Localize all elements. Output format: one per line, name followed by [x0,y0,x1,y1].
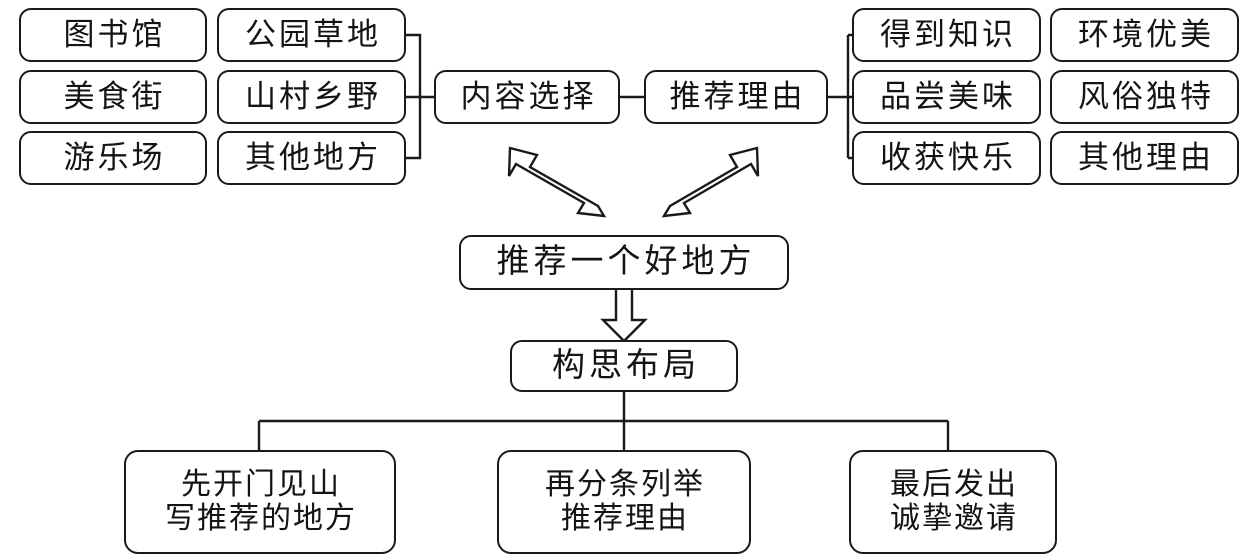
step-line-2: 推荐理由 [561,502,689,535]
root-label: 推荐一个好地方 [496,244,756,281]
hub-label: 内容选择 [460,78,597,114]
connector-plan-bus [257,390,950,450]
leaf-node-beautiful-environment[interactable]: 环境优美 [1050,8,1239,62]
leaf-label: 环境优美 [1078,16,1214,52]
leaf-label: 收获快乐 [880,139,1016,175]
leaf-label: 风俗独特 [1078,78,1214,114]
hub-node-recommend-reason[interactable]: 推荐理由 [644,70,828,124]
leaf-node-food-street[interactable]: 美食街 [19,70,207,124]
root-node-recommend-a-good-place[interactable]: 推荐一个好地方 [459,235,789,290]
leaf-label: 图书馆 [63,16,166,52]
step-line-2: 写推荐的地方 [165,502,357,535]
leaf-label: 品尝美味 [880,78,1016,114]
step-node-open-with-place[interactable]: 先开门见山 写推荐的地方 [124,450,396,554]
plan-label: 构思布局 [552,347,700,384]
step-node-list-reasons[interactable]: 再分条列举 推荐理由 [497,450,751,554]
leaf-node-mountain-village[interactable]: 山村乡野 [217,70,406,124]
step-line-2: 诚挚邀请 [890,502,1018,535]
leaf-node-park-lawn[interactable]: 公园草地 [217,8,406,62]
leaf-node-harvest-joy[interactable]: 收获快乐 [852,131,1041,185]
leaf-node-taste-delicious[interactable]: 品尝美味 [852,70,1041,124]
leaf-label: 山村乡野 [245,78,381,114]
hub-label: 推荐理由 [669,78,806,114]
leaf-node-other-places[interactable]: 其他地方 [217,131,406,185]
leaf-label: 美食街 [63,78,166,114]
leaf-node-amusement-park[interactable]: 游乐场 [19,131,207,185]
leaf-label: 游乐场 [63,139,166,175]
leaf-label: 得到知识 [880,16,1016,52]
leaf-node-gain-knowledge[interactable]: 得到知识 [852,8,1041,62]
arrow-to-recommend-reason [661,146,760,218]
leaf-label: 其他地方 [245,139,381,175]
arrow-to-plan [600,282,648,343]
leaf-label: 公园草地 [245,16,381,52]
leaf-node-library[interactable]: 图书馆 [19,8,207,62]
step-line-1: 再分条列举 [545,468,705,502]
leaf-label: 其他理由 [1078,139,1214,175]
leaf-node-unique-customs[interactable]: 风俗独特 [1050,70,1239,124]
leaf-node-other-reasons[interactable]: 其他理由 [1050,131,1239,185]
arrow-to-content-choice [507,146,607,218]
step-line-1: 最后发出 [890,468,1018,502]
hub-node-content-choice[interactable]: 内容选择 [434,70,620,124]
connector-left-bracket [406,33,434,160]
step-line-1: 先开门见山 [181,468,341,502]
plan-node-structure-layout[interactable]: 构思布局 [510,340,738,392]
step-node-sincere-invitation[interactable]: 最后发出 诚挚邀请 [849,450,1057,554]
